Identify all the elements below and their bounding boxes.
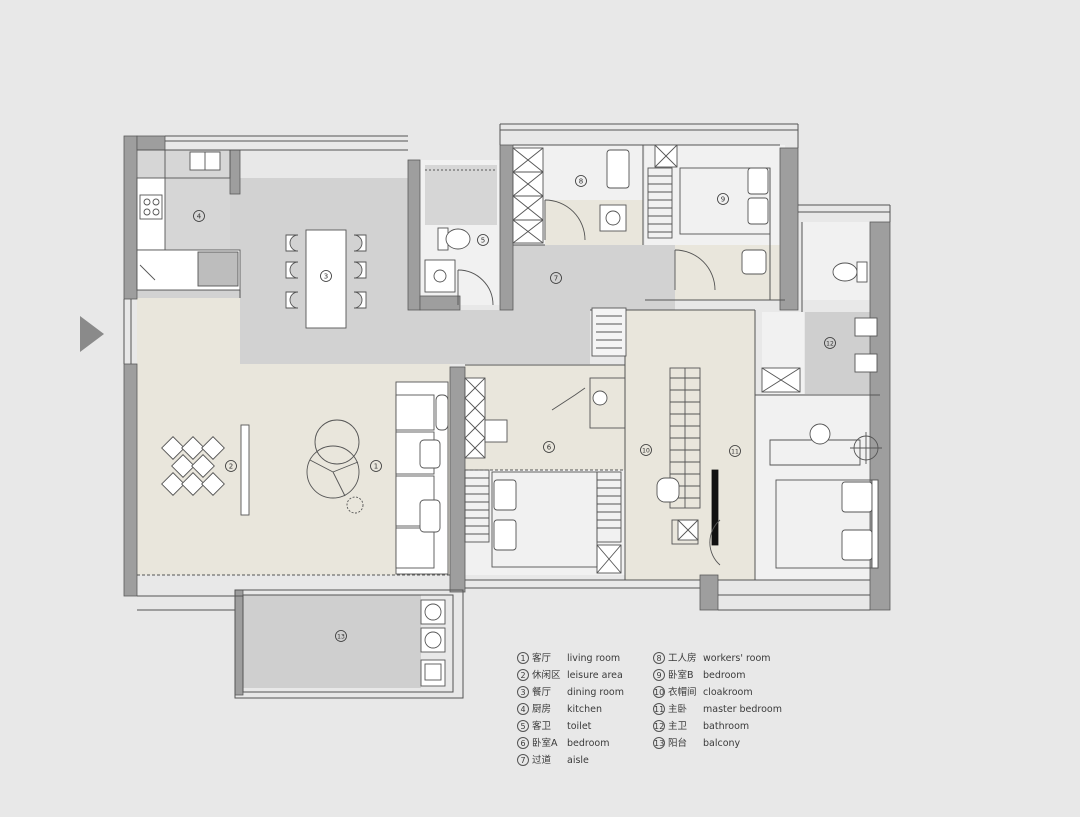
walls [123, 135, 891, 696]
svg-text:4: 4 [197, 213, 202, 221]
toilet-basin-icon [424, 259, 456, 293]
bedroom-a-bed [491, 471, 598, 568]
bedroom-b-bed [679, 167, 771, 235]
room-marker-11: 11 [729, 445, 741, 457]
svg-text:7: 7 [554, 275, 558, 283]
room-marker-4: 4 [193, 210, 205, 222]
svg-text:10: 10 [642, 448, 650, 455]
workers-bed [606, 149, 630, 189]
bathroom-sink-top [854, 317, 878, 337]
dining-chair [285, 234, 299, 252]
bathroom-sink-bottom [854, 353, 878, 373]
room-marker-5: 5 [477, 234, 489, 246]
dining-table [305, 229, 347, 329]
bedroom-a-chair [484, 419, 508, 443]
floor-living-leisure [137, 298, 450, 575]
floor-ensuite-toilet [802, 222, 874, 300]
room-marker-12: 12 [824, 337, 836, 349]
svg-text:9: 9 [721, 196, 725, 204]
floor-toilet-shower [425, 165, 497, 225]
svg-text:8: 8 [579, 178, 583, 186]
floor-bedroom-a [465, 365, 625, 470]
room-marker-7: 7 [550, 272, 562, 284]
room-marker-1: 1 [370, 460, 382, 472]
room-marker-13: 13 [335, 630, 347, 642]
entry-arrow-icon [80, 316, 104, 352]
room-marker-3: 3 [320, 270, 332, 282]
master-desk [769, 439, 861, 466]
master-chair [809, 423, 831, 445]
svg-text:12: 12 [826, 341, 834, 348]
svg-text:6: 6 [547, 444, 552, 452]
cloakroom-ottoman [656, 477, 680, 503]
room-marker-9: 9 [717, 193, 729, 205]
svg-text:3: 3 [324, 273, 328, 281]
tv-console [240, 424, 250, 516]
wardrobes [464, 144, 801, 574]
room-marker-10: 10 [640, 444, 652, 456]
svg-text:5: 5 [481, 237, 485, 245]
furniture [136, 149, 882, 687]
svg-text:2: 2 [229, 463, 233, 471]
room-marker-2: 2 [225, 460, 237, 472]
floor-dining-aisle [137, 178, 675, 364]
room-markers: 1 2 3 4 5 6 7 8 9 10 11 12 13 [193, 175, 836, 642]
ensuite-toilet-icon [832, 262, 858, 282]
hanging-rails [464, 167, 701, 543]
floor-balcony [243, 595, 421, 688]
floor-workers-entry [545, 200, 643, 245]
svg-text:1: 1 [374, 463, 378, 471]
stove-icon [139, 194, 163, 220]
bedroom-a-desk [589, 377, 626, 429]
leisure-seating-icon [161, 436, 225, 496]
bedroom-b-chair [741, 249, 767, 275]
doors [457, 199, 721, 566]
room-marker-6: 6 [543, 441, 555, 453]
svg-text:11: 11 [731, 449, 739, 456]
room-marker-8: 8 [575, 175, 587, 187]
svg-text:13: 13 [337, 634, 345, 641]
coffee-table [314, 419, 360, 465]
